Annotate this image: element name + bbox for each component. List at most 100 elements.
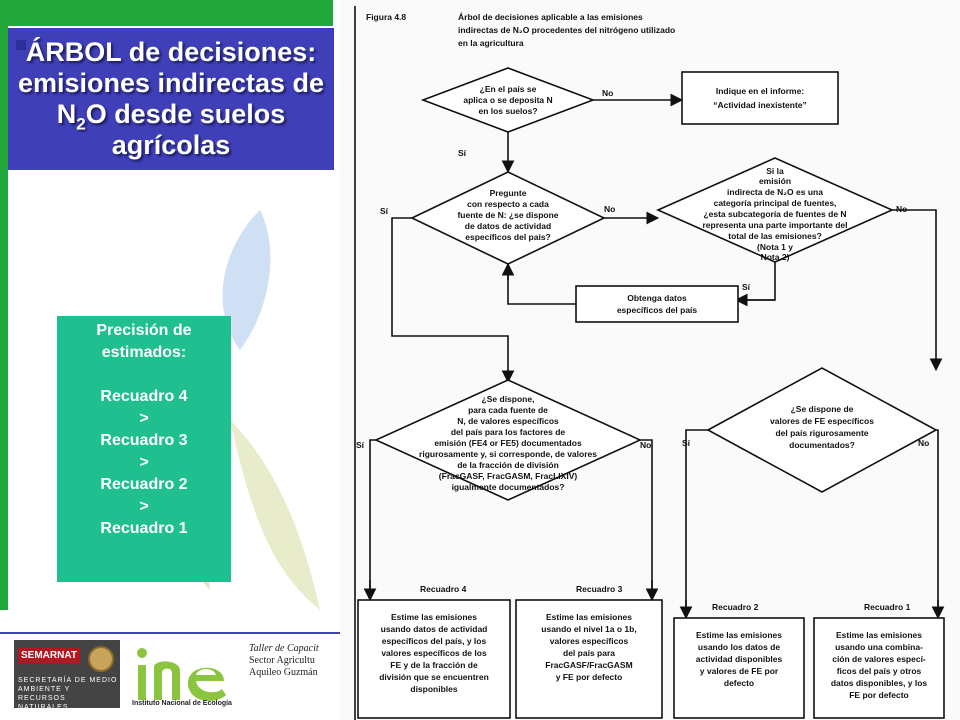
d5-text: valores de FE específicos	[770, 416, 874, 426]
recuadro-1-text: ción de valores especí-	[832, 654, 926, 664]
footer-line-2: Sector Agricultu	[249, 655, 315, 666]
bullet-square	[16, 40, 26, 50]
d1-si-label: Sí	[458, 148, 467, 158]
recuadro-1-text: usando una combina-	[835, 642, 923, 652]
obtain-box	[575, 285, 739, 323]
d4-no-line	[640, 439, 653, 596]
recuadro-3-text: Estime las emisiones	[546, 612, 632, 622]
d1-text: aplica o se deposita N	[463, 95, 552, 105]
d5-si-label: Sí	[682, 438, 691, 448]
footer-credits: Taller de Capacit Sector Agricultu Aquil…	[249, 643, 339, 679]
ine-e-shape	[188, 667, 226, 701]
semarnat-subtitle: SECRETARÍA DE MEDIO AMBIENTE Y RECURSOS …	[18, 677, 118, 711]
title-n: N	[56, 99, 77, 129]
recuadro-1-box	[813, 617, 945, 719]
recuadro-3-text: y FE por defecto	[556, 672, 623, 682]
figure-label: Figura 4.8	[366, 12, 406, 22]
ine-dot-shape	[137, 648, 147, 658]
recuadro-2-text: Estime las emisiones	[696, 630, 782, 640]
d4-text: del país para los factores de	[451, 427, 566, 437]
d3-text: representa una parte importante del	[702, 220, 847, 230]
title-subscript: 2	[76, 114, 86, 134]
inexistente-box	[681, 71, 839, 125]
recuadro-2-label: Recuadro 2	[712, 602, 759, 612]
obtain-text: específicos del país	[617, 305, 698, 315]
recuadro-4-text: usando datos de actividad	[381, 624, 488, 634]
d4-text: para cada fuente de	[468, 405, 548, 415]
d3-si-label: Sí	[742, 282, 751, 292]
obtain-text: Obtenga datos	[627, 293, 687, 303]
ine-i-shape	[138, 665, 146, 700]
precision-item: Recuadro 3	[100, 432, 188, 449]
d2-si-line	[391, 217, 509, 378]
footer-divider	[0, 632, 340, 634]
precision-item: Recuadro 1	[100, 520, 188, 537]
recuadro-4-text: disponibles	[410, 684, 458, 694]
title-line-1: ÁRBOL de decisiones:	[25, 37, 317, 67]
decision-tree-figure: Figura 4.8 Árbol de decisiones aplicable…	[340, 0, 960, 720]
d3-no-line	[892, 209, 937, 360]
d4-text: N, de valores específicos	[457, 416, 559, 426]
recuadro-1-label: Recuadro 1	[864, 602, 911, 612]
precision-item: >	[139, 454, 149, 471]
d3-text: categoría principal de fuentes,	[714, 198, 837, 208]
ine-logo	[137, 648, 226, 701]
recuadro-4-label: Recuadro 4	[420, 584, 467, 594]
recuadro-2-text: defecto	[724, 678, 754, 688]
d4-si-line	[369, 439, 376, 596]
d2-text: con respecto a cada	[467, 199, 549, 209]
recuadro-3-text: valores específicos	[550, 636, 629, 646]
title-line-3: N2O desde suelos	[8, 99, 334, 134]
recuadro-1-text: FE por defecto	[849, 690, 909, 700]
precision-item: Recuadro 4	[100, 388, 188, 405]
recuadro-1-text: datos disponibles, y los	[831, 678, 928, 688]
leaf-yellow-shape	[230, 420, 320, 610]
d2-no-label: No	[604, 204, 615, 214]
title-line-2: emisiones indirectas de	[17, 68, 325, 98]
precision-box: Precisión de estimados: Recuadro 4 > Rec…	[57, 316, 231, 582]
recuadro-2-text: y valores de FE por	[700, 666, 779, 676]
d3-text: Nota 2)	[761, 252, 790, 262]
recuadro-2-box	[673, 617, 805, 719]
precision-item: >	[139, 410, 149, 427]
d2-text: específicos del país?	[465, 232, 551, 242]
recuadro-4-box	[357, 599, 511, 719]
flowchart-svg: Figura 4.8 Árbol de decisiones aplicable…	[354, 6, 945, 720]
d5-text: documentados?	[789, 440, 855, 450]
recuadro-3-text: del país para	[563, 648, 615, 658]
figure-header-line-1: Árbol de decisiones aplicable a las emis…	[458, 12, 643, 22]
recuadro-4-text: Estime las emisiones	[391, 612, 477, 622]
d3-text: indirecta de N₂O es una	[727, 187, 823, 197]
precision-item: >	[139, 498, 149, 515]
footer-line-1: Taller de Capacit	[249, 643, 319, 654]
figure-header-line-3: en la agricultura	[458, 38, 524, 48]
d5-text: del país rigurosamente	[775, 428, 868, 438]
d2-si-label: Sí	[380, 206, 389, 216]
mexico-seal-icon	[88, 646, 114, 672]
d2-text: de datos de actividad	[465, 221, 551, 231]
recuadro-3-text: FracGASF/FracGASM	[545, 660, 632, 670]
semarnat-logo-text: SEMARNAT	[18, 648, 80, 663]
d5-si-line	[685, 429, 708, 614]
recuadro-3-box	[515, 599, 663, 719]
precision-heading-1: Precisión de	[96, 322, 192, 339]
green-top-bar	[0, 0, 333, 26]
d4-text: de la fracción de división	[457, 460, 559, 470]
green-side-bar	[0, 0, 8, 610]
d4-text: igualmente documentados?	[452, 482, 565, 492]
precision-item: Recuadro 2	[100, 476, 188, 493]
d3-no-label: No	[896, 204, 907, 214]
d3-text: total de las emisiones?	[728, 231, 822, 241]
recuadro-3-label: Recuadro 3	[576, 584, 623, 594]
d1-text: ¿En el país se	[480, 84, 537, 94]
d3-text: (Nota 1 y	[757, 242, 793, 252]
ine-name: Instituto Nacional de Ecología	[132, 700, 232, 707]
d4-text: (FracGASF, FracGASM, FracLIXIV)	[439, 471, 578, 481]
d5-no-line	[936, 429, 939, 614]
ine-n-shape	[154, 661, 180, 700]
d4-text: ¿Se dispone,	[482, 394, 535, 404]
precision-heading-2: estimados:	[101, 344, 187, 361]
d5-text: ¿Se dispone de	[791, 404, 854, 414]
d2-text: Pregunte	[490, 188, 527, 198]
recuadro-4-text: específicos del país, y los	[382, 636, 487, 646]
